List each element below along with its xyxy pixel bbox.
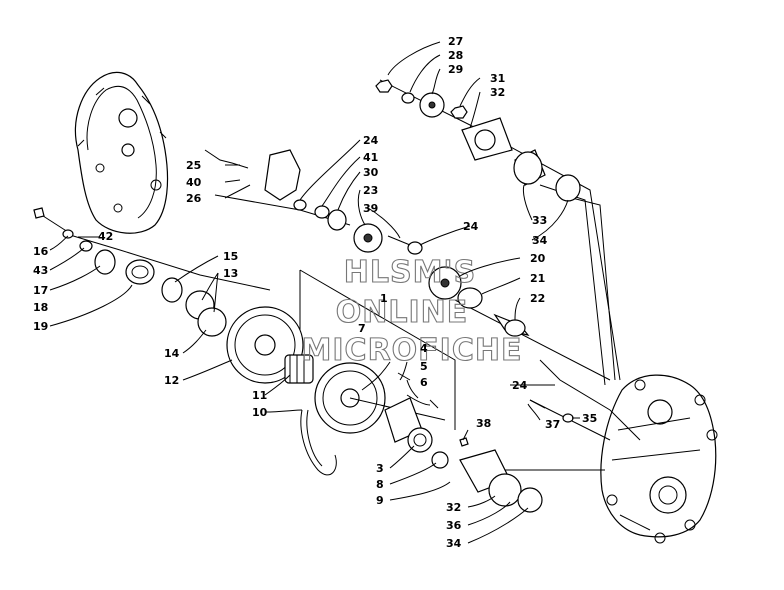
watermark-line-2: ONLINE <box>336 295 469 330</box>
part-label: 20 <box>530 252 546 265</box>
watermark-line-3: MICROFICHE <box>302 333 523 368</box>
part-label: 29 <box>448 63 463 76</box>
upper-shaft-parts <box>375 79 581 202</box>
part-label: 11 <box>252 389 267 402</box>
part-label: 4 <box>420 342 428 355</box>
part-label: 32 <box>490 86 505 99</box>
sprockets <box>226 306 574 513</box>
part-label: 24 <box>463 220 479 233</box>
watermark: HLSM'S ONLINE MICROFICHE <box>301 254 523 368</box>
part-label: 15 <box>223 250 238 263</box>
part-label: 39 <box>363 202 378 215</box>
part-label: 37 <box>545 418 560 431</box>
part-label: 5 <box>420 360 428 373</box>
left-stack-parts <box>33 207 227 337</box>
part-label: 23 <box>363 184 378 197</box>
gear-case <box>600 374 718 544</box>
part-label: 32 <box>446 501 461 514</box>
part-label: 34 <box>446 537 462 550</box>
part-label: 16 <box>33 245 49 258</box>
part-label: 27 <box>448 35 463 48</box>
part-label: 12 <box>164 374 179 387</box>
leader-lines <box>49 41 580 544</box>
part-label: 14 <box>164 347 180 360</box>
part-label: 17 <box>33 284 48 297</box>
part-label: 28 <box>448 49 463 62</box>
part-label: 21 <box>530 272 545 285</box>
part-label: 1 <box>380 292 388 305</box>
part-label: 7 <box>358 322 366 335</box>
part-label: 40 <box>186 176 202 189</box>
part-label: 24 <box>363 134 379 147</box>
part-label: 25 <box>186 159 201 172</box>
part-label: 31 <box>490 72 505 85</box>
part-label: 30 <box>363 166 379 179</box>
part-label: 33 <box>532 214 547 227</box>
part-label: 35 <box>582 412 597 425</box>
part-label: 6 <box>420 376 428 389</box>
part-label: 36 <box>446 519 462 532</box>
part-label: 13 <box>223 267 238 280</box>
part-label: 41 <box>363 151 378 164</box>
part-label: 9 <box>376 494 384 507</box>
part-label: 3 <box>376 462 384 475</box>
drive-chain <box>300 409 337 476</box>
part-label: 42 <box>98 230 113 243</box>
part-label: 19 <box>33 320 48 333</box>
chaincase-cover <box>74 71 169 234</box>
middle-shaft-parts <box>204 149 530 337</box>
part-label: 18 <box>33 301 48 314</box>
part-label: 38 <box>476 417 491 430</box>
part-label: 26 <box>186 192 202 205</box>
part-label: 24 <box>512 379 528 392</box>
part-labels: 27 28 29 31 32 24 41 30 23 39 25 40 26 2… <box>33 35 597 550</box>
part-label: 22 <box>530 292 545 305</box>
watermark-line-1: HLSM'S <box>344 255 476 290</box>
part-label: 43 <box>33 264 48 277</box>
part-label: 10 <box>252 406 268 419</box>
part-label: 34 <box>532 234 548 247</box>
part-label: 8 <box>376 478 384 491</box>
